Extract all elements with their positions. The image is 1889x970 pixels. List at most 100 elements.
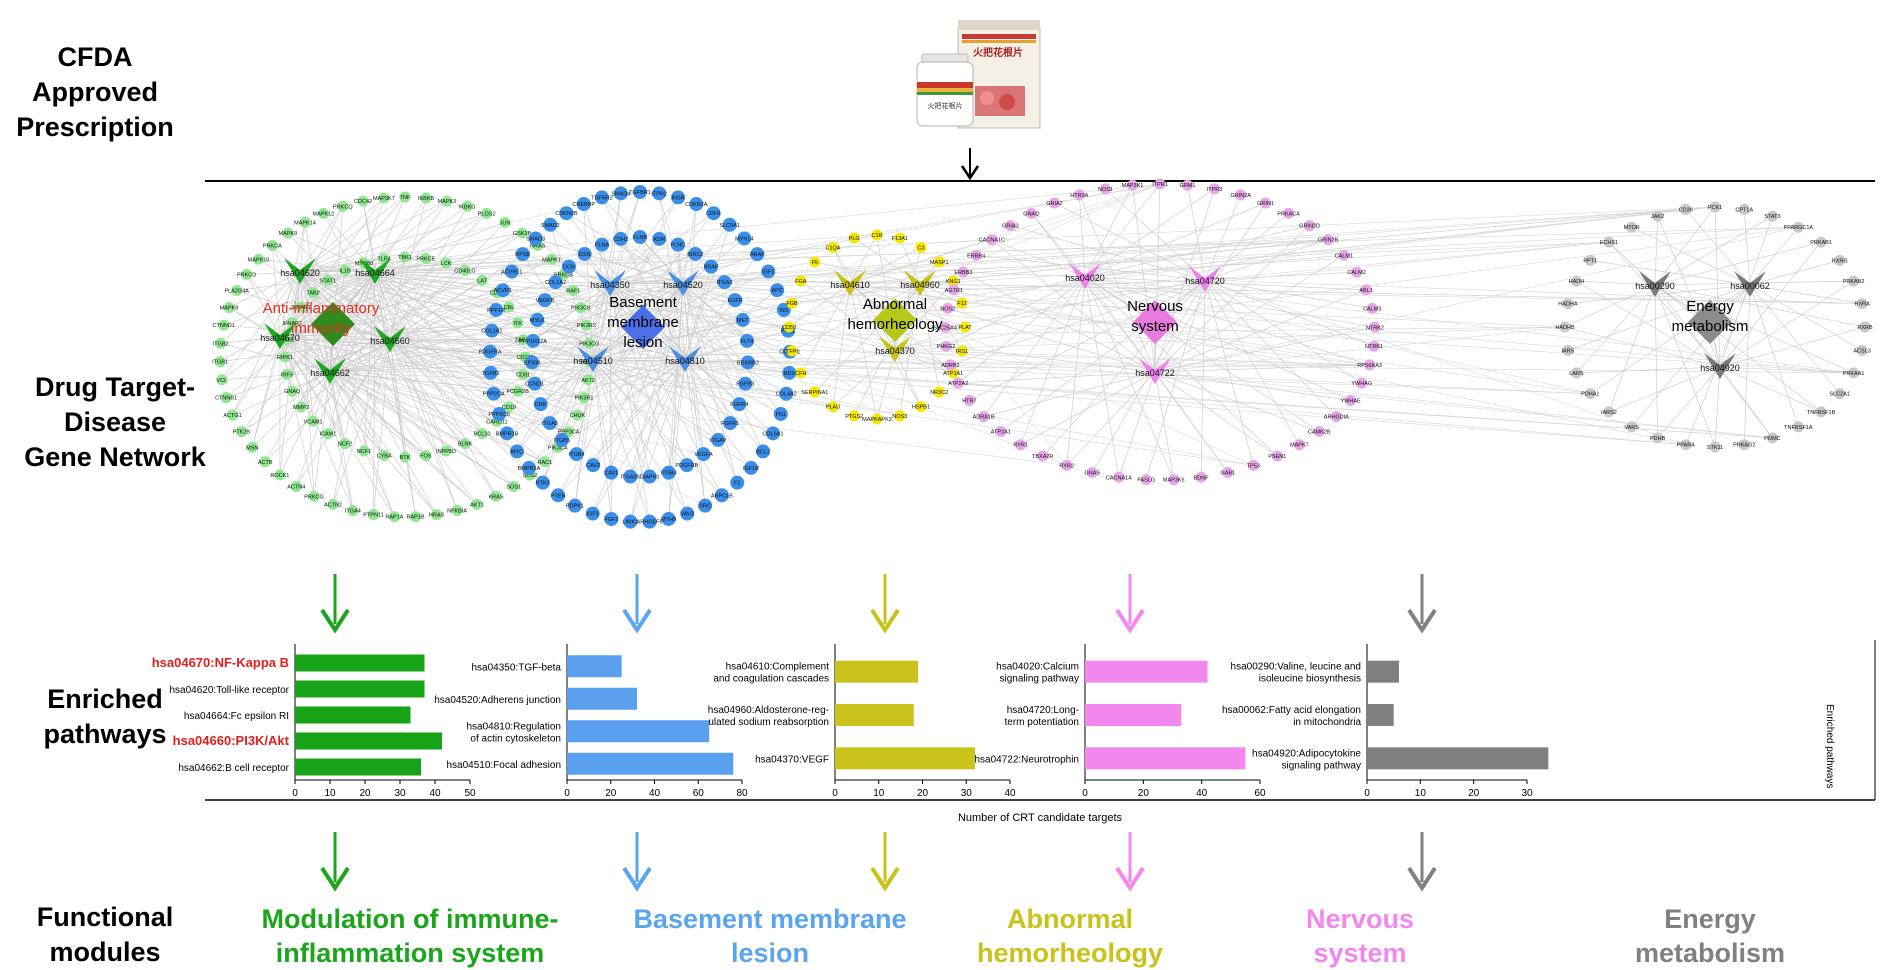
right-axis-label: Enriched pathways (1824, 704, 1835, 789)
gene-node (1680, 203, 1692, 215)
gene-node (420, 253, 432, 265)
gene-label: EP300 (524, 360, 541, 366)
gene-node (367, 509, 379, 521)
gene-node (1603, 406, 1615, 418)
gene-node (652, 186, 667, 201)
gene-label: PDGFRA (479, 350, 502, 356)
gene-node (933, 386, 945, 398)
bar (835, 660, 919, 683)
pathway-node (314, 358, 346, 384)
gene-label: HADHB (1555, 325, 1575, 331)
gene-node (388, 511, 400, 523)
gene-node (583, 337, 595, 349)
gene-label: PRKAG2 (1733, 443, 1755, 449)
gene-node (525, 355, 540, 370)
down-arrow-head (622, 866, 652, 892)
module-nervous: Nervous system (1305, 904, 1415, 968)
gene-node (1856, 344, 1868, 356)
gene-label: CDC42 (354, 199, 372, 205)
gene-label: PTK2B (233, 430, 251, 436)
gene-label: PDHB (1650, 436, 1666, 442)
x-tick-label: 20 (359, 788, 371, 799)
gene-label: SERPINA1 (801, 390, 828, 396)
gene-label: COL4A2 (776, 392, 797, 398)
module-hub-node (621, 305, 665, 349)
gene-node (1834, 254, 1846, 266)
gene-label: CDKN2B (555, 211, 578, 217)
gene-node (358, 445, 370, 457)
gene-node (308, 490, 320, 502)
gene-node (490, 490, 502, 502)
gene-label: NCF1 (357, 449, 371, 455)
gene-label: ITGA5 (542, 421, 558, 427)
gene-label: TNF (400, 195, 411, 201)
gene-node (915, 401, 927, 413)
gene-label: TGFBR2 (591, 195, 613, 201)
gene-label: FGFR1 (721, 421, 739, 427)
gene-node (1048, 197, 1060, 209)
gene-node (744, 460, 759, 475)
gene-node (279, 351, 291, 363)
gene-node (216, 374, 228, 386)
gene-label: CALM1 (1335, 253, 1353, 259)
bar (1085, 660, 1208, 683)
pathway-label: hsa00062 (1730, 281, 1770, 291)
gene-label: MAP3K1 (1122, 183, 1144, 189)
gene-label: GRM1 (1180, 183, 1196, 189)
gene-label: GNAS (1084, 470, 1100, 476)
pathway-node (1139, 358, 1171, 384)
x-tick-label: 60 (1254, 788, 1266, 799)
gene-node (633, 185, 647, 199)
pathway-label: hsa04370 (875, 346, 915, 356)
gene-node (483, 344, 498, 359)
gene-node (613, 231, 628, 246)
bar-category-label: ulated sodium reabsorption (708, 717, 829, 728)
x-tick-label: 0 (832, 788, 838, 799)
gene-label: ERBB4 (967, 253, 985, 259)
bar-category-label: hsa04810:Regulation (466, 721, 561, 732)
gene-label: RYR1 (1013, 443, 1028, 449)
gene-node (1709, 201, 1721, 213)
gene-node (533, 397, 548, 412)
bar-category-label: hsa04020:Calcium (996, 662, 1079, 673)
gene-node (399, 251, 411, 263)
module-energy: Energy metabolism (1634, 904, 1786, 968)
gene-node (995, 426, 1007, 438)
gene-label: INPP5D (436, 449, 456, 455)
gene-node (1626, 421, 1638, 433)
gene-label: PLAU (826, 405, 840, 411)
gene-label: PCK1 (1708, 205, 1722, 211)
x-tick-label: 20 (1468, 788, 1480, 799)
gene-node (483, 365, 498, 380)
gene-node (1113, 471, 1125, 483)
pathway-label: hsa04662 (310, 368, 350, 378)
gene-label: CRK (535, 402, 547, 408)
gene-label: ACTG1 (223, 413, 241, 419)
gene-label: SLC9A1 (719, 223, 740, 229)
gene-label: IRS1 (956, 349, 968, 355)
gene-node (378, 192, 390, 204)
gene-label: ACVR1 (494, 288, 512, 294)
gene-node (1313, 426, 1325, 438)
gene-label: KRAS (488, 494, 503, 500)
gene-node (227, 409, 239, 421)
gene-label: SLC2A1 (1829, 392, 1850, 398)
bar (1085, 747, 1246, 770)
gene-label: MYC (511, 449, 523, 455)
gene-node (575, 302, 587, 314)
gene-label: ADRB2 (941, 363, 959, 369)
gene-label: C1QA (826, 245, 841, 251)
gene-node (1004, 220, 1016, 232)
gene-node (1570, 367, 1582, 379)
gene-node (963, 394, 975, 406)
gene-node (1330, 411, 1342, 423)
module-hub-label: immunity (291, 320, 352, 337)
gene-node (1061, 459, 1073, 471)
gene-node (595, 237, 610, 252)
x-tick-label: 0 (1364, 788, 1370, 799)
gene-node (698, 498, 713, 513)
prescription-arrow (960, 148, 980, 181)
gene-node (948, 284, 960, 296)
x-tick-label: 40 (1004, 788, 1016, 799)
gene-label: FGB (786, 301, 798, 307)
